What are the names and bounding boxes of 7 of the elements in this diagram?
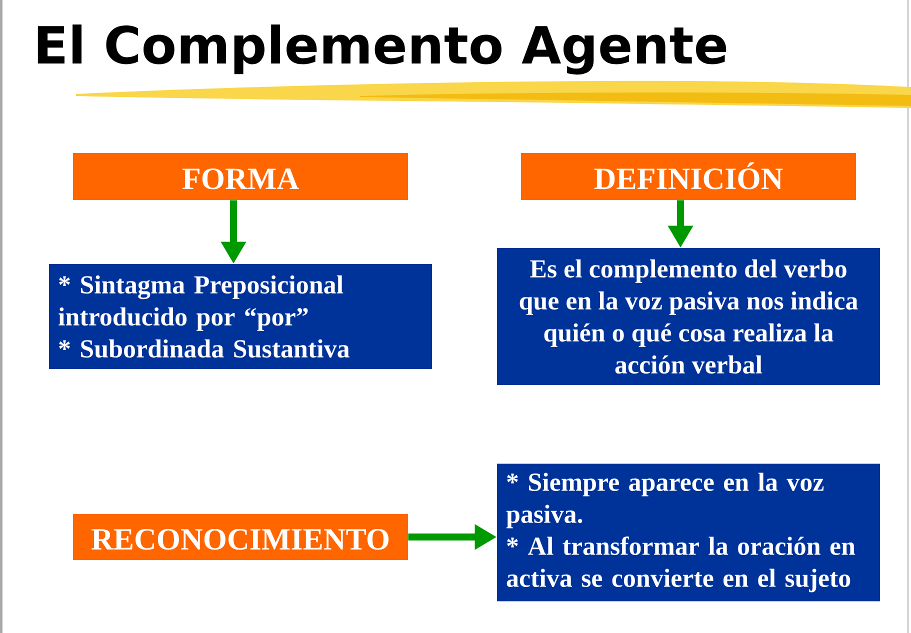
title: El Complemento Agente: [38, 24, 726, 75]
description-box: * Sintagma Preposicional introducido por “por” * Subordinada Sustantiva: [49, 264, 432, 369]
label-box: DEFINICIÓN: [521, 153, 856, 200]
label-box: RECONOCIMIENTO: [73, 514, 408, 560]
label-box: FORMA: [73, 153, 408, 200]
description-box: Es el complemento del verbo que en la voz pasiva nos indica quién o qué cosa realiza la acción verbal: [497, 248, 880, 385]
description-box: * Siempre aparece en la voz pasiva. * Al transformar la oración en activa se convierte en el sujeto: [497, 464, 880, 602]
